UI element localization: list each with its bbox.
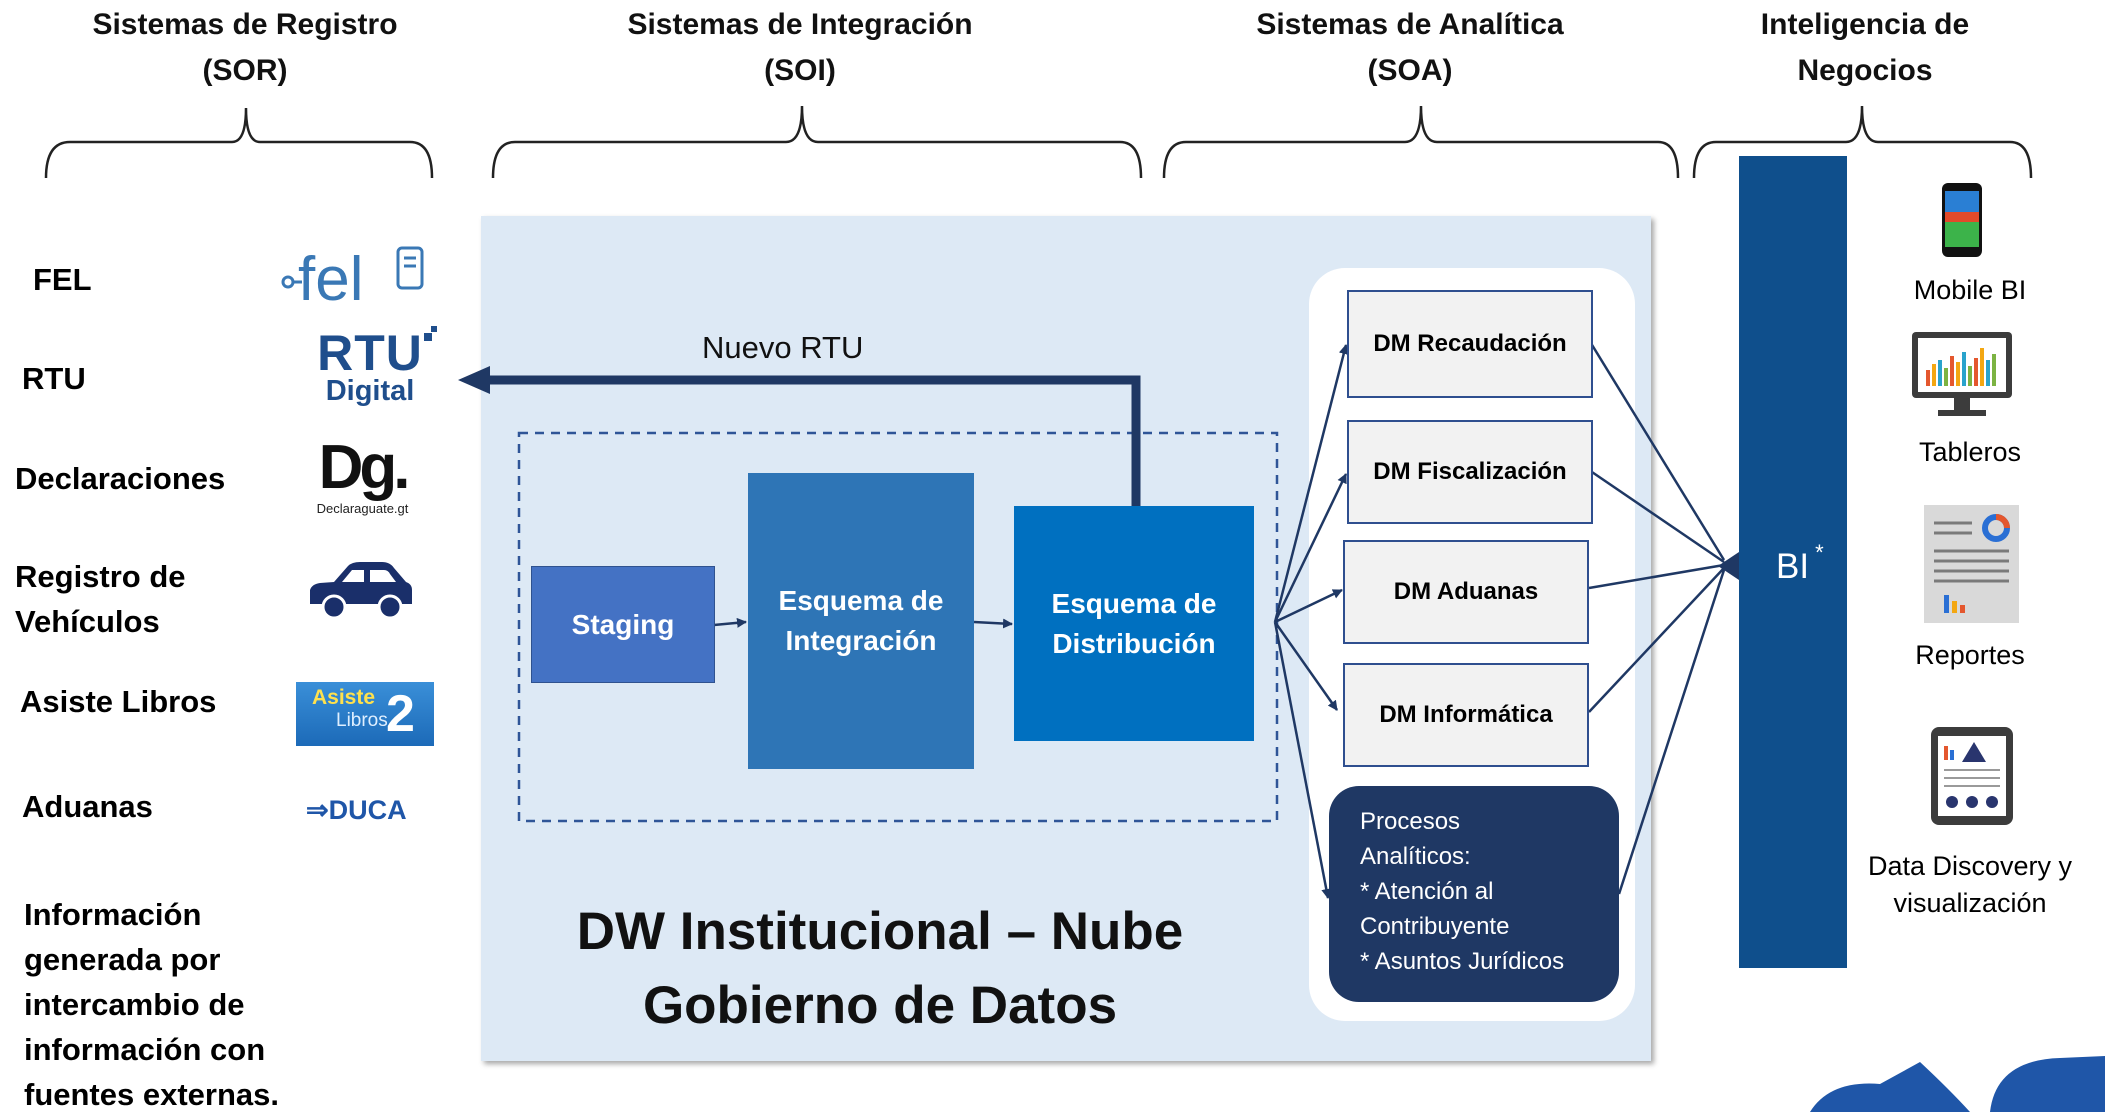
source-fel: FEL (33, 262, 92, 297)
car-icon-graphic (310, 562, 412, 620)
bi-bar (1739, 156, 1847, 968)
reportes-document-icon (1924, 505, 2019, 623)
fel-logo-graphic: fel (281, 245, 424, 314)
mobile-phone-icon (1942, 183, 1982, 257)
rtu-logo-marks-2 (431, 326, 437, 332)
nuevo-rtu-arrowhead (458, 366, 490, 394)
staging-to-integration-arrow (713, 617, 747, 628)
source-rtu: RTU (22, 361, 86, 396)
source-aduanas: Aduanas (22, 789, 153, 824)
header-sor: Sistemas de Registro(SOR) (92, 8, 398, 87)
integration-to-distribution-arrow (973, 618, 1013, 629)
data-discovery-tablet-icon (1931, 727, 2013, 825)
declaraguate-logo: Dg. Declaraguate.gt (316, 433, 411, 517)
distribution-fanout-arrows (1273, 344, 1349, 899)
bi-reportes-label: Reportes (1915, 640, 2025, 670)
duca-logo: ⇒DUCA (306, 795, 407, 825)
duca-arrow-icon: ⇒ (306, 795, 329, 825)
dm-aduanas: DM Aduanas (1343, 540, 1589, 644)
rtu-logo-marks (424, 333, 432, 341)
bi-tableros-label: Tableros (1918, 437, 2022, 467)
dm-informatica: DM Informática (1343, 663, 1589, 767)
nuevo-rtu-label: Nuevo RTU (702, 330, 864, 365)
asiste-libros-logo: Asiste Libros 2 (296, 682, 434, 746)
staging-box: Staging (531, 566, 715, 683)
dm-fiscalizacion: DM Fiscalización (1347, 420, 1593, 524)
header-soi: Sistemas de Integración(SOI) (627, 8, 973, 87)
source-declaraciones: Declaraciones (15, 461, 226, 496)
procesos-analiticos-box: Procesos Analíticos: * Atención al Contr… (1329, 786, 1619, 1002)
source-asiste-libros: Asiste Libros (20, 684, 217, 719)
bi-label: BI* (1776, 540, 1824, 586)
fel-logo-text: fel (298, 245, 363, 314)
tableros-monitor-icon (1912, 332, 2012, 416)
rtu-digital-logo: RTU Digital (300, 326, 440, 420)
fel-logo: fel (278, 238, 428, 318)
dw-cloud-title: DW Institucional – Nube Gobierno de Dato… (576, 902, 1184, 1035)
corner-logo-partial (1810, 1056, 2105, 1112)
source-externa: Información generada por intercambio de … (24, 897, 279, 1112)
nuevo-rtu-arrow (488, 375, 1141, 506)
section-braces (44, 105, 2033, 179)
header-soa: Sistemas de Analítica(SOA) (1256, 8, 1564, 87)
dm-recaudacion: DM Recaudación (1347, 290, 1593, 398)
car-icon (304, 560, 416, 627)
bi-mobile-label: Mobile BI (1913, 275, 2027, 305)
dm-to-bi-arrows (1587, 339, 1726, 895)
